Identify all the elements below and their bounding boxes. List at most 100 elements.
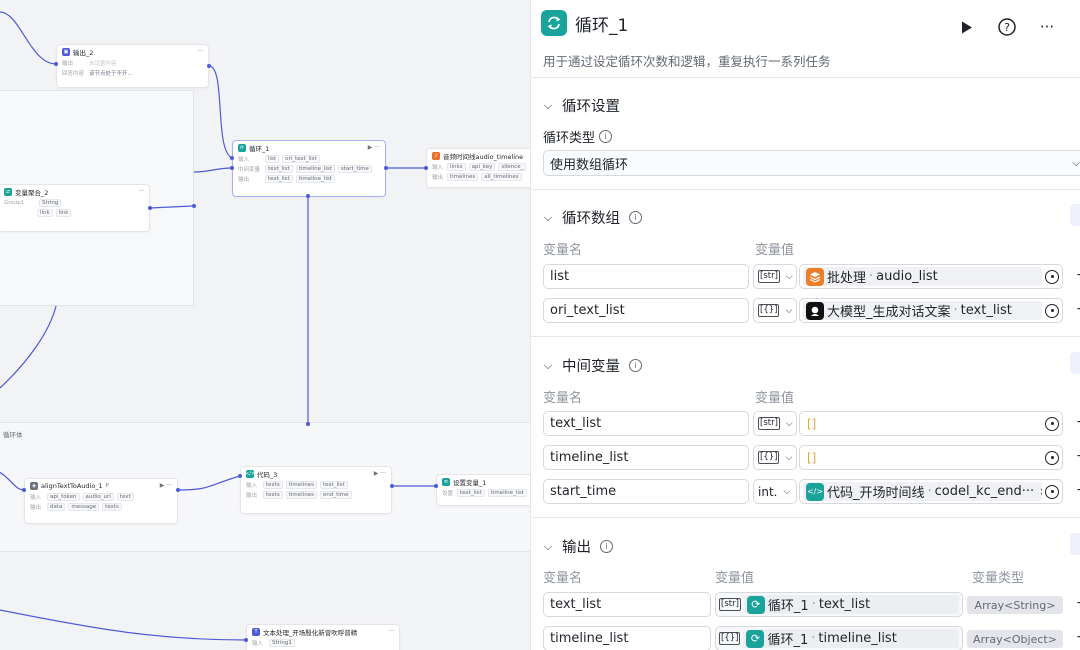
- array-var-type-select[interactable]: [str]⌵: [753, 264, 797, 289]
- port[interactable]: [230, 156, 234, 160]
- info-icon[interactable]: i: [629, 211, 642, 224]
- variable-picker-icon[interactable]: [1045, 484, 1059, 499]
- ref-source: 大模型_生成对话文案: [827, 305, 951, 320]
- help-icon[interactable]: ?: [997, 17, 1017, 37]
- intermediate-var-name-input[interactable]: timeline_list: [543, 445, 749, 470]
- remove-row-icon[interactable]: −: [1076, 629, 1080, 645]
- variable-picker-icon[interactable]: [1045, 450, 1059, 465]
- intermediate-var-value-input[interactable]: []: [799, 411, 1063, 436]
- col-type-label: 变量类型: [972, 571, 1025, 586]
- port[interactable]: [244, 638, 248, 642]
- info-icon[interactable]: i: [600, 540, 613, 553]
- info-icon[interactable]: i: [629, 359, 642, 372]
- node-title: 循环_1: [249, 144, 270, 153]
- port[interactable]: [390, 484, 394, 488]
- chevron-down-icon[interactable]: ⌵: [543, 210, 553, 224]
- remove-row-icon[interactable]: −: [1076, 267, 1080, 283]
- remove-row-icon[interactable]: −: [1076, 595, 1080, 611]
- port[interactable]: [384, 166, 388, 170]
- loop-type-select[interactable]: 使用数组循环⌵: [543, 150, 1080, 176]
- type-badge: [{}]: [758, 304, 780, 317]
- chevron-down-icon[interactable]: ⌵: [543, 98, 553, 112]
- intermediate-var-name-input[interactable]: text_list: [543, 411, 749, 436]
- remove-row-icon[interactable]: −: [1076, 482, 1080, 498]
- port[interactable]: [434, 484, 438, 488]
- intermediate-var-value-input[interactable]: []: [799, 445, 1063, 470]
- port[interactable]: [424, 166, 428, 170]
- more-icon[interactable]: ···: [197, 48, 203, 55]
- chip: text: [116, 493, 134, 501]
- row-key: 输入: [238, 157, 250, 163]
- port[interactable]: [54, 62, 58, 66]
- add-array-button[interactable]: [1070, 204, 1080, 226]
- chip: end_time: [319, 491, 352, 499]
- intermediate-var-name-input[interactable]: start_time: [543, 479, 749, 504]
- more-icon[interactable]: ···: [138, 188, 144, 195]
- intermediate-var-type-select[interactable]: [str]⌵: [753, 411, 797, 436]
- play-icon[interactable]: [957, 17, 977, 37]
- more-icon[interactable]: ···: [1039, 18, 1055, 36]
- array-var-name-input[interactable]: list: [543, 264, 749, 289]
- play-more-icons[interactable]: ▶ ···: [367, 144, 380, 151]
- intermediate-var-type-select[interactable]: [{}]⌵: [753, 445, 797, 470]
- output-var-name-input[interactable]: timeline_list: [543, 626, 711, 650]
- variable-picker-icon[interactable]: [1045, 303, 1059, 318]
- ref-field: text_list: [960, 303, 1012, 318]
- row-key: 输出: [30, 505, 42, 511]
- loop-type-value: 使用数组循环: [550, 157, 629, 173]
- output-var-value-ref[interactable]: [{}] ⟳循环_1·timeline_list: [715, 626, 963, 650]
- array-var-name-input[interactable]: ori_text_list: [543, 298, 749, 323]
- info-icon[interactable]: i: [599, 130, 613, 143]
- port[interactable]: [306, 194, 310, 198]
- array-var-value-ref[interactable]: 大模型_生成对话文案·text_list: [799, 298, 1063, 323]
- variable-picker-icon[interactable]: [1045, 416, 1059, 431]
- remove-row-icon[interactable]: −: [1076, 301, 1080, 317]
- ref-field: text_list: [818, 597, 871, 612]
- add-output-button[interactable]: [1070, 533, 1080, 555]
- chevron-down-icon[interactable]: ⌵: [543, 358, 553, 372]
- chip: data: [47, 503, 66, 511]
- remove-row-icon[interactable]: −: [1076, 448, 1080, 464]
- port[interactable]: [230, 166, 234, 170]
- more-icon[interactable]: ···: [388, 628, 394, 635]
- output-var-value-ref[interactable]: [str] ⟳循环_1·text_list: [715, 592, 963, 617]
- port[interactable]: [238, 474, 242, 478]
- node-output-2[interactable]: ▣输出_2··· 输出未设置内容 回答内容该节点处于不开...: [56, 44, 209, 88]
- workflow-canvas[interactable]: 循环体 ▣输出_2··· 输出未设置内容 回答内容该节点处于不开... ⇄变量聚…: [0, 0, 530, 650]
- section-loop-settings[interactable]: ⌵循环设置: [543, 95, 620, 116]
- chevron-down-icon: ⌵: [785, 305, 793, 316]
- row-key: 输入: [252, 641, 264, 647]
- array-var-type-select[interactable]: [{}] ⌵: [753, 298, 797, 323]
- add-intermediate-button[interactable]: [1070, 352, 1080, 374]
- port[interactable]: [207, 64, 211, 68]
- chip: text_list: [457, 489, 485, 497]
- intermediate-var-value-ref[interactable]: </>代码_开场时间线·codel_kc_end···×: [799, 479, 1063, 504]
- port[interactable]: [22, 488, 26, 492]
- play-more-icons[interactable]: ▶ ···: [159, 482, 172, 489]
- port[interactable]: [192, 204, 196, 208]
- row-value: 该节点处于不开...: [89, 71, 133, 77]
- output-var-name-input[interactable]: text_list: [543, 592, 711, 617]
- chevron-down-icon[interactable]: ⌵: [543, 539, 553, 553]
- port[interactable]: [176, 488, 180, 492]
- intermediate-var-type-select[interactable]: int.⌵: [753, 479, 797, 504]
- chip: text_list: [265, 165, 293, 173]
- remove-row-icon[interactable]: −: [1076, 414, 1080, 430]
- clear-icon[interactable]: ×: [1037, 485, 1042, 498]
- port[interactable]: [148, 206, 152, 210]
- variable-picker-icon[interactable]: [1045, 269, 1059, 284]
- panel-title[interactable]: 循环_1: [575, 15, 629, 36]
- play-more-icons[interactable]: ▶ ···: [373, 470, 386, 477]
- port[interactable]: [306, 422, 310, 426]
- array-var-value-ref[interactable]: 批处理·audio_list: [799, 264, 1063, 289]
